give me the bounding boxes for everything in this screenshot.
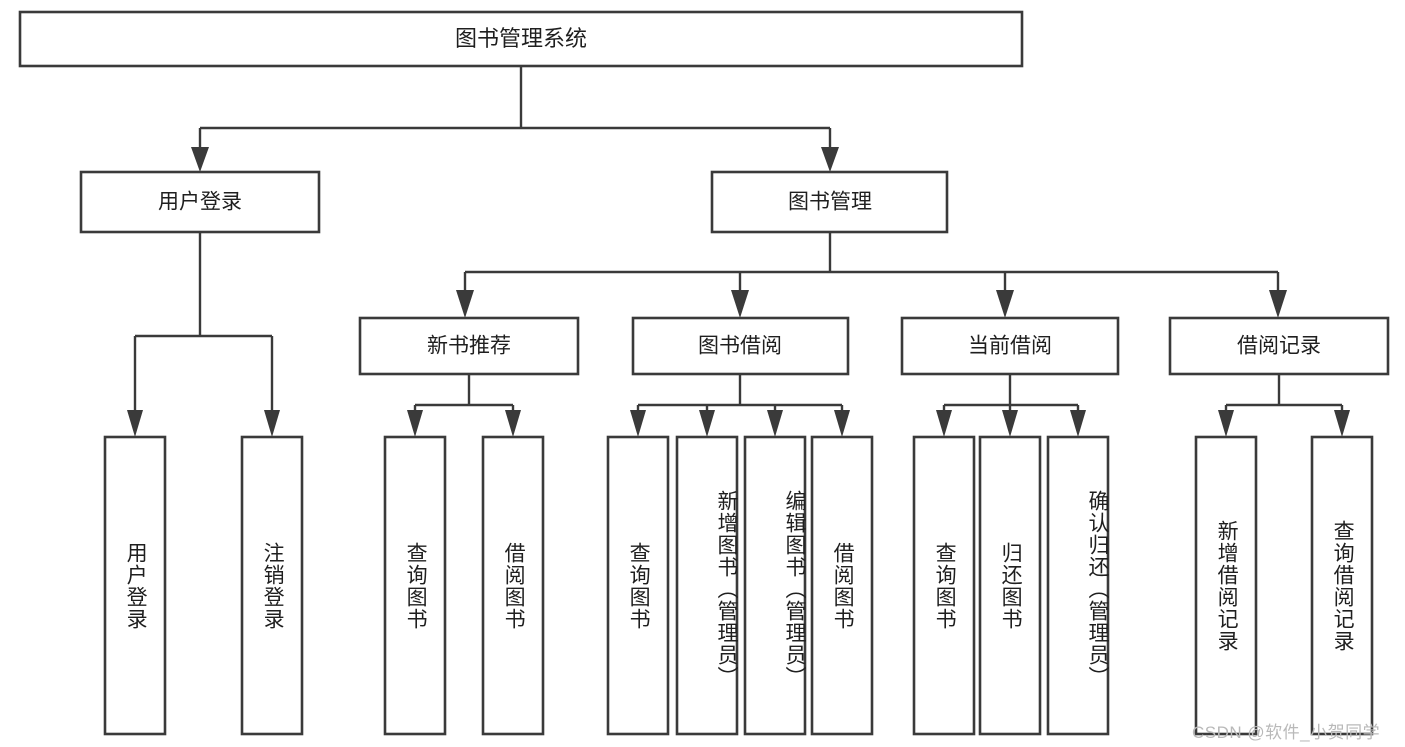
arrow-head-icon — [264, 410, 280, 437]
arrow-head-icon — [1269, 290, 1287, 318]
node-book-borrow-label: 图书借阅 — [698, 335, 782, 358]
leaf-box-query-book-1[interactable] — [383, 435, 447, 736]
node-current-borrow-box[interactable] — [900, 316, 1120, 376]
node-book-management-label: 图书管理 — [788, 191, 872, 214]
arrow-head-icon — [127, 410, 143, 437]
arrow-head-icon — [407, 410, 423, 437]
leaf-box-add-book[interactable] — [675, 435, 739, 736]
arrow-head-icon — [1334, 410, 1350, 437]
leaf-box-borrow-book-1[interactable] — [481, 435, 545, 736]
leaf-boxes-layer — [103, 435, 1374, 736]
connector-layer — [127, 66, 1350, 437]
arrow-head-icon — [1070, 410, 1086, 437]
arrow-head-icon — [731, 290, 749, 318]
node-user-login-label: 用户登录 — [158, 191, 242, 214]
leaf-box-logout[interactable] — [240, 435, 304, 736]
arrow-head-icon — [996, 290, 1014, 318]
arrow-head-icon — [505, 410, 521, 437]
arrow-head-icon — [821, 147, 839, 172]
leaf-box-query-book-2[interactable] — [606, 435, 670, 736]
leaf-box-user-login[interactable] — [103, 435, 167, 736]
node-root-label: 图书管理系统 — [455, 26, 587, 51]
leaf-box-return-book[interactable] — [978, 435, 1042, 736]
node-borrow-record-box[interactable] — [1168, 316, 1390, 376]
leaf-box-query-book-3[interactable] — [912, 435, 976, 736]
leaf-box-borrow-book-2[interactable] — [810, 435, 874, 736]
arrow-head-icon — [767, 410, 783, 437]
node-new-book-recommend[interactable]: 新书推荐 — [358, 316, 580, 376]
node-book-borrow-box[interactable] — [631, 316, 850, 376]
node-book-borrow[interactable]: 图书借阅 — [631, 316, 850, 376]
node-new-book-recommend-box[interactable] — [358, 316, 580, 376]
arrow-head-icon — [456, 290, 474, 318]
leaf-box-edit-book[interactable] — [743, 435, 807, 736]
arrow-head-icon — [1002, 410, 1018, 437]
node-root-box[interactable] — [18, 10, 1024, 68]
node-new-book-recommend-label: 新书推荐 — [427, 335, 511, 358]
node-borrow-record[interactable]: 借阅记录 — [1168, 316, 1390, 376]
arrow-head-icon — [936, 410, 952, 437]
arrow-head-icon — [630, 410, 646, 437]
arrow-head-icon — [699, 410, 715, 437]
node-root[interactable]: 图书管理系统 — [18, 10, 1024, 68]
arrow-head-icon — [191, 147, 209, 172]
watermark-text: CSDN @软件_小贺同学 — [1192, 723, 1381, 742]
node-current-borrow[interactable]: 当前借阅 — [900, 316, 1120, 376]
leaf-box-confirm-return[interactable] — [1046, 435, 1110, 736]
node-book-management[interactable]: 图书管理 — [710, 170, 949, 234]
node-borrow-record-label: 借阅记录 — [1237, 335, 1321, 358]
node-user-login-box[interactable] — [79, 170, 321, 234]
leaf-box-query-record[interactable] — [1310, 435, 1374, 736]
node-book-management-box[interactable] — [710, 170, 949, 234]
arrow-head-icon — [1218, 410, 1234, 437]
arrow-head-icon — [834, 410, 850, 437]
node-current-borrow-label: 当前借阅 — [968, 335, 1052, 358]
node-user-login[interactable]: 用户登录 — [79, 170, 321, 234]
leaf-box-add-record[interactable] — [1194, 435, 1258, 736]
